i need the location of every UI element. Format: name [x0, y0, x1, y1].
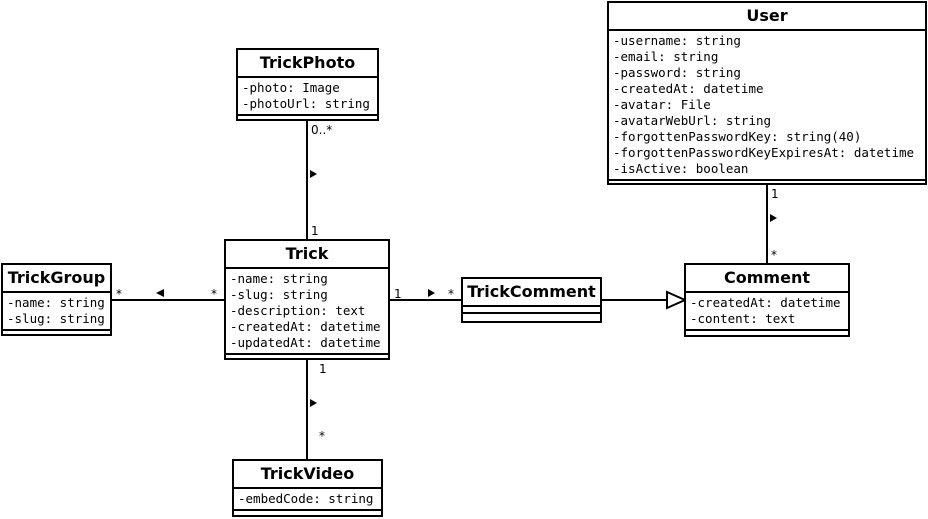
direction-arrow-trickvideo [310, 399, 317, 407]
class-comment-attribute: -content: text [690, 311, 796, 326]
class-trickgroup[interactable]: TrickGroup -name: string-slug: string [1, 263, 112, 336]
class-trick-attribute: -name: string [230, 271, 328, 286]
class-trickgroup-attribute: -name: string [7, 295, 105, 310]
class-trickgroup-name: TrickGroup [3, 265, 110, 293]
class-comment-attribute: -createdAt: datetime [690, 295, 841, 310]
mult-trick-photo-end: 1 [311, 224, 319, 238]
class-user-attribute: -createdAt: datetime [613, 81, 764, 96]
class-comment-name: Comment [686, 265, 848, 293]
class-trickvideo[interactable]: TrickVideo -embedCode: string [232, 459, 383, 517]
class-user-attribute: -isActive: boolean [613, 161, 749, 176]
mult-user-end: 1 [771, 187, 779, 201]
class-trickphoto-name: TrickPhoto [238, 50, 377, 78]
direction-arrow-trickcomment [428, 289, 435, 297]
class-trickphoto[interactable]: TrickPhoto -photo: Image-photoUrl: strin… [236, 48, 379, 121]
class-trickcomment-attributes [463, 307, 600, 314]
class-trickvideo-name: TrickVideo [234, 461, 381, 489]
class-trick[interactable]: Trick -name: string-slug: string-descrip… [224, 239, 390, 360]
mult-trickcomment-end: * [448, 287, 454, 301]
class-trick-attribute: -updatedAt: datetime [230, 335, 381, 350]
class-trickcomment[interactable]: TrickComment [461, 277, 602, 323]
class-trickgroup-operations [3, 331, 110, 337]
class-user-attribute: -email: string [613, 49, 719, 64]
class-trickvideo-attributes: -embedCode: string [234, 489, 381, 511]
class-trick-attribute: -description: text [230, 303, 366, 318]
class-comment-operations [686, 331, 848, 337]
class-trick-attribute: -createdAt: datetime [230, 319, 381, 334]
mult-trick-video-end: 1 [319, 362, 327, 376]
class-trickvideo-attribute: -embedCode: string [238, 491, 374, 506]
mult-trickgroup-end: * [116, 287, 122, 301]
direction-arrow-trickphoto [310, 170, 317, 178]
class-trickphoto-operations [238, 116, 377, 122]
class-comment-attributes: -createdAt: datetime-content: text [686, 293, 848, 331]
class-comment[interactable]: Comment -createdAt: datetime-content: te… [684, 263, 850, 337]
direction-arrow-trickgroup [156, 289, 164, 297]
class-trickcomment-name: TrickComment [463, 279, 600, 307]
class-user-attribute: -avatar: File [613, 97, 711, 112]
class-user-attribute: -forgottenPasswordKeyExpiresAt: datetime [613, 145, 915, 160]
mult-trickphoto-end: 0..* [311, 123, 333, 137]
class-trick-name: Trick [226, 241, 388, 269]
mult-trickvideo-end: * [319, 429, 325, 443]
class-user-attribute: -forgottenPasswordKey: string(40) [613, 129, 862, 144]
mult-comment-user-end: * [771, 248, 777, 262]
class-trickphoto-attribute: -photoUrl: string [242, 96, 370, 111]
class-user-attributes: -username: string-email: string-password… [609, 31, 925, 181]
mult-trick-comment-end: 1 [394, 287, 402, 301]
class-user-attribute: -username: string [613, 33, 741, 48]
class-user-attribute: -password: string [613, 65, 741, 80]
class-user-name: User [609, 3, 925, 31]
generalization-arrowhead [666, 290, 688, 310]
class-user-attribute: -avatarWebUrl: string [613, 113, 772, 128]
class-trickgroup-attributes: -name: string-slug: string [3, 293, 110, 331]
mult-trick-group-end: * [211, 287, 217, 301]
class-user[interactable]: User -username: string-email: string-pas… [607, 1, 927, 185]
class-trickphoto-attributes: -photo: Image-photoUrl: string [238, 78, 377, 116]
class-trick-operations [226, 355, 388, 361]
class-user-operations [609, 181, 925, 187]
class-trickphoto-attribute: -photo: Image [242, 80, 340, 95]
class-trickgroup-attribute: -slug: string [7, 311, 105, 326]
direction-arrow-user-comment [770, 214, 777, 222]
class-trickvideo-operations [234, 511, 381, 517]
class-trickcomment-operations [463, 314, 600, 320]
class-trick-attributes: -name: string-slug: string-description: … [226, 269, 388, 355]
class-trick-attribute: -slug: string [230, 287, 328, 302]
